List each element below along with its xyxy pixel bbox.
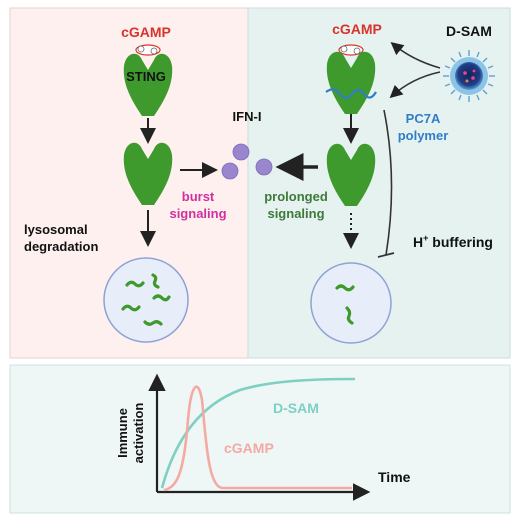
- series-line-cgamp: [163, 385, 352, 492]
- chart-xlabel: Time: [378, 469, 411, 485]
- polymer-wrap-icon: [325, 88, 377, 100]
- buffering-tbar: [377, 252, 395, 258]
- buffering-label: H+ buffering: [413, 233, 493, 250]
- chart-panel: [9, 364, 511, 514]
- signaling-label-right: signaling: [267, 206, 324, 221]
- lysosomal-label: lysosomal: [24, 222, 88, 237]
- signaling-label-left: signaling: [169, 206, 226, 221]
- activation-chart: Immune activation Time D-SAM cGAMP: [115, 373, 411, 501]
- sting-label: STING: [126, 69, 166, 84]
- pc7a-label: PC7A: [406, 111, 441, 126]
- ifn-label: IFN-I: [233, 109, 262, 124]
- chart-ylabel-line1: Immune: [115, 408, 130, 458]
- left-cgamp-title: cGAMP: [121, 24, 171, 40]
- dsam-arrow-to-polymer: [389, 71, 441, 99]
- lysosome-left-icon: [103, 257, 189, 343]
- dsam-nanoparticle-icon: [443, 50, 495, 102]
- cgamp-molecule-right-icon: [338, 44, 364, 56]
- prolonged-label: prolonged: [264, 189, 328, 204]
- cgamp-molecule-icon: [135, 44, 161, 56]
- dsam-arrow-to-cgamp: [390, 41, 441, 69]
- series-label-dsam: D-SAM: [273, 400, 319, 416]
- series-line-dsam: [160, 377, 356, 489]
- polymer-label: polymer: [398, 128, 449, 143]
- burst-label: burst: [182, 189, 215, 204]
- ifn-molecules-icon: [221, 143, 273, 180]
- series-label-cgamp: cGAMP: [224, 440, 274, 456]
- lysosome-right-icon: [310, 262, 392, 344]
- dsam-label: D-SAM: [446, 23, 492, 39]
- degradation-label: degradation: [24, 239, 98, 254]
- right-cgamp-title: cGAMP: [332, 21, 382, 37]
- buffering-inhibition-line: [383, 109, 393, 256]
- chart-ylabel-line2: activation: [131, 403, 146, 464]
